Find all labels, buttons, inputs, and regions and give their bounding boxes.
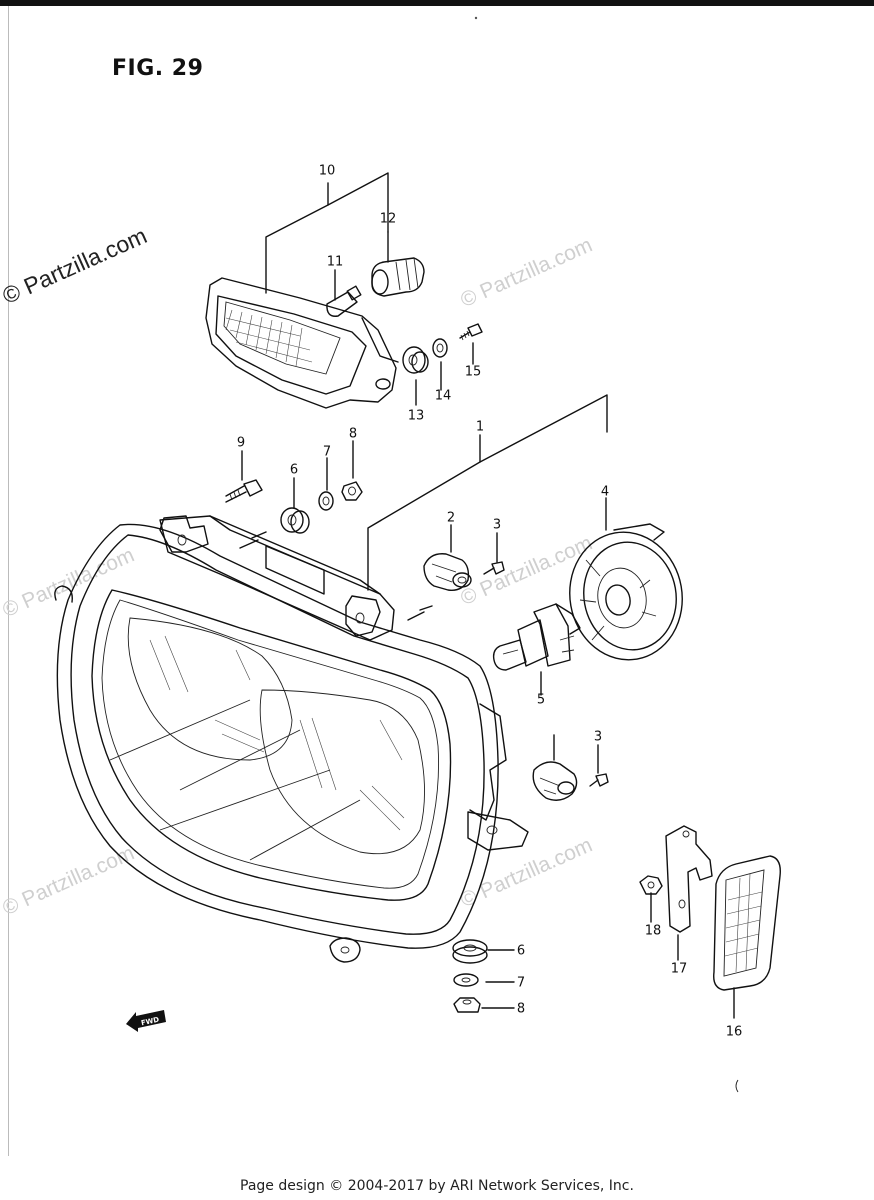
washer-7-bottom: [453, 973, 479, 987]
washer-14: [432, 338, 448, 358]
callout-18: 18: [644, 923, 662, 939]
callout-15: 15: [464, 364, 482, 380]
headlight-assembly: [54, 515, 529, 963]
leader-lines: [241, 172, 735, 1019]
figure-title: FIG. 29: [112, 56, 204, 81]
callout-13: 13: [407, 408, 425, 424]
screw-3-upper: [483, 561, 505, 575]
rear-dust-cover: [569, 523, 683, 661]
page-footer: Page design © 2004-2017 by ARI Network S…: [240, 1178, 634, 1194]
callout-14: 14: [434, 388, 452, 404]
left-border: [8, 6, 9, 1156]
callout-4: 4: [600, 484, 610, 500]
side-reflector-16: [713, 855, 781, 991]
fwd-label: FWD: [140, 1016, 160, 1028]
top-border: [0, 0, 874, 6]
stray-dot: [474, 16, 478, 20]
bulb-holder-lower: [532, 761, 578, 801]
nut-8-bottom: [453, 997, 481, 1013]
nut-18: [639, 875, 663, 895]
screw-3-lower: [589, 773, 609, 787]
callout-7-bottom: 7: [516, 975, 526, 991]
callout-3-lower: 3: [593, 729, 603, 745]
h4-bulb: [492, 603, 581, 671]
bulb-holder-2: [423, 553, 472, 591]
screw-15: [459, 323, 483, 341]
callout-16: 16: [725, 1024, 743, 1040]
callout-11: 11: [326, 254, 344, 270]
reflector-bracket-17: [665, 825, 713, 933]
grommet-13: [402, 346, 429, 374]
callout-8-bottom: 8: [516, 1001, 526, 1017]
forward-arrow-icon: FWD: [126, 1010, 166, 1032]
callout-6-top: 6: [289, 462, 299, 478]
grommet-6-bottom: [452, 939, 488, 964]
callout-1: 1: [475, 419, 485, 435]
callout-7-top: 7: [322, 444, 332, 460]
callout-9: 9: [236, 435, 246, 451]
callout-10: 10: [318, 163, 336, 179]
grommet-6-top: [280, 507, 310, 534]
callout-5: 5: [536, 692, 546, 708]
callout-6-bottom: 6: [516, 943, 526, 959]
callout-2: 2: [446, 510, 456, 526]
nut-8-top: [341, 481, 363, 501]
bolt-9: [225, 479, 263, 503]
callout-8-top: 8: [348, 426, 358, 442]
washer-7-top: [318, 491, 334, 511]
callout-3-upper: 3: [492, 517, 502, 533]
position-lamp-lens: [205, 277, 399, 409]
callout-17: 17: [670, 961, 688, 977]
bulb-socket: [371, 257, 425, 297]
callout-12: 12: [379, 211, 397, 227]
stray-mark: [735, 1079, 739, 1093]
wedge-bulb: [326, 285, 362, 317]
